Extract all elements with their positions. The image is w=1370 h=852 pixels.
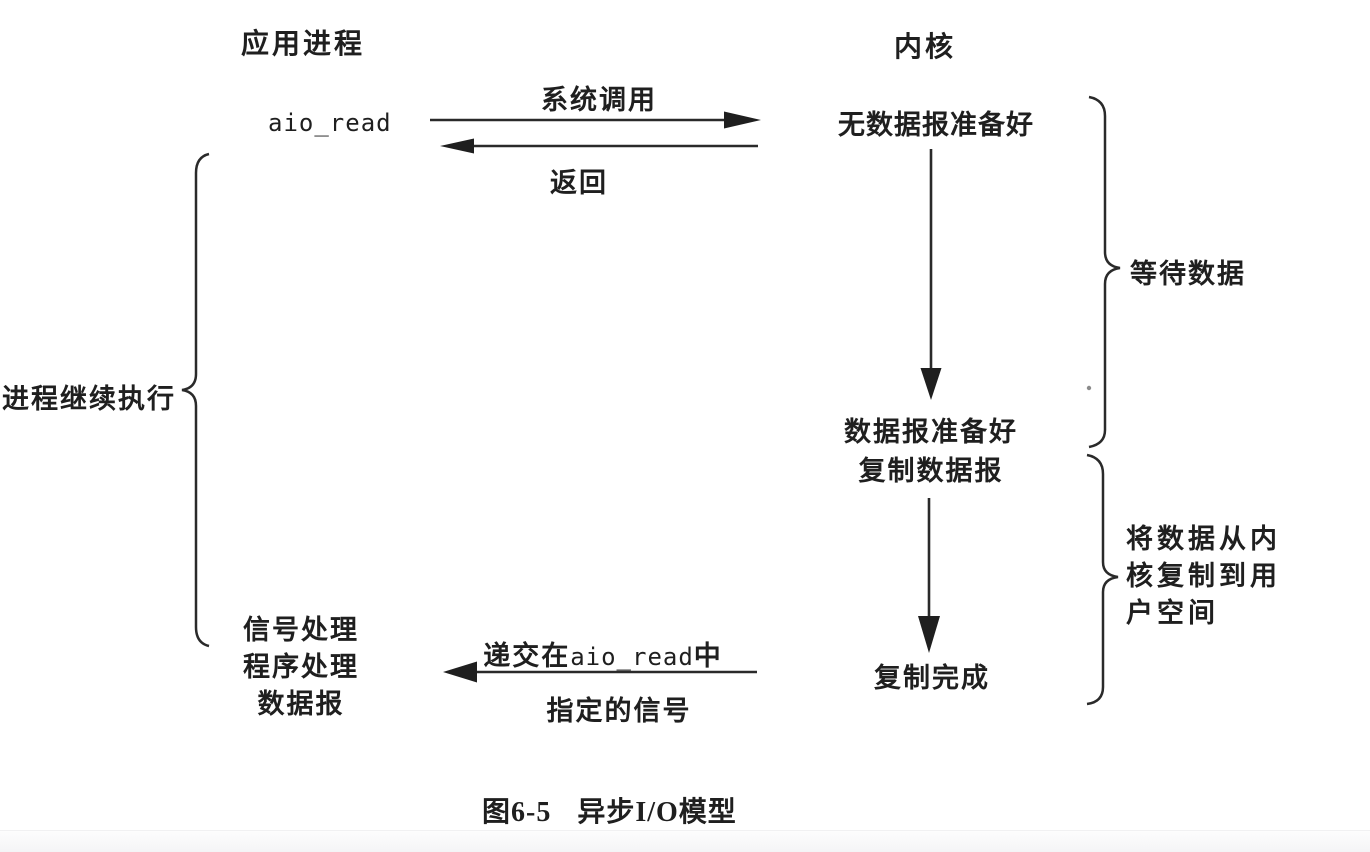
syscall-arrow-icon — [430, 111, 761, 129]
signal-arrow-icon — [443, 661, 757, 683]
system-call-label: 系统调用 — [541, 85, 657, 115]
return-label: 返回 — [550, 168, 608, 198]
figure-caption-number: 图6-5 — [482, 797, 552, 828]
application-process-header: 应用进程 — [240, 28, 366, 59]
signal-handler-label: 信号处理 程序处理 数据报 — [243, 612, 359, 723]
copy-complete-label: 复制完成 — [874, 663, 990, 693]
copy-data-note-line1: 将数据从内 — [1126, 524, 1281, 554]
signal-handler-line1: 信号处理 — [243, 615, 359, 645]
deliver-signal-suffix: 中 — [693, 641, 723, 671]
process-continues-label: 进程继续执行 — [2, 384, 176, 414]
deliver-signal-label: 递交在aio_read中 — [483, 634, 723, 673]
kernel-header: 内核 — [893, 31, 957, 62]
copy-brace-icon — [1086, 453, 1119, 706]
page-edge — [0, 830, 1370, 852]
return-arrow-icon — [440, 138, 758, 154]
wait-brace-icon — [1088, 95, 1121, 449]
left-brace-icon — [181, 152, 210, 648]
aio-read-call: aio_read — [268, 109, 392, 137]
copy-data-note: 将数据从内 核复制到用 户空间 — [1126, 521, 1281, 632]
wait-for-data-label: 等待数据 — [1130, 259, 1246, 289]
signal-handler-line3: 数据报 — [257, 689, 345, 719]
scan-speck — [1086, 385, 1092, 391]
wait-data-arrow-icon — [920, 149, 942, 400]
deliver-signal-code: aio_read — [570, 643, 694, 671]
specified-signal-label: 指定的信号 — [546, 696, 692, 726]
datagram-ready-label: 数据报准备好 — [844, 417, 1018, 447]
copy-datagram-label: 复制数据报 — [858, 456, 1004, 486]
signal-handler-line2: 程序处理 — [243, 652, 359, 682]
no-datagram-ready-label: 无数据报准备好 — [838, 110, 1034, 140]
figure-caption: 图6-5 异步I/O模型 — [482, 790, 737, 830]
figure-caption-title: 异步I/O模型 — [577, 797, 737, 828]
copy-data-arrow-icon — [918, 498, 940, 653]
copy-data-note-line3: 户空间 — [1126, 598, 1219, 628]
deliver-signal-prefix: 递交在 — [483, 641, 571, 671]
copy-data-note-line2: 核复制到用 — [1126, 561, 1281, 591]
